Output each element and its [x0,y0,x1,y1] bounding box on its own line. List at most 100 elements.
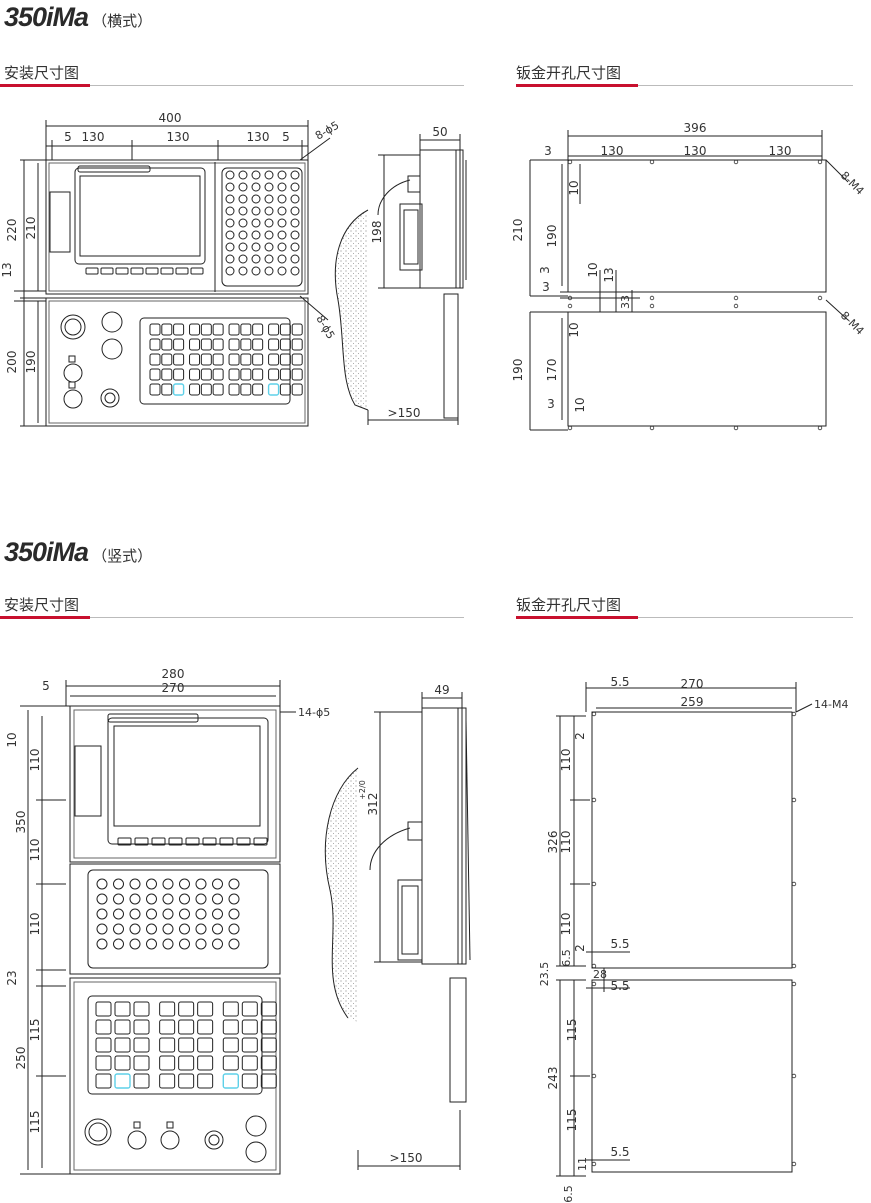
keypad-key [133,1019,150,1035]
panel-button [290,170,300,180]
keypad-key [173,368,185,381]
keypad-key [240,338,252,351]
panel-button [290,206,300,216]
dim-hole-pitch: 130 [247,130,270,144]
dim-edge: 5.5 [610,1145,629,1159]
panel-button [290,230,300,240]
keypad-key [114,1055,131,1071]
keypad-key [197,1037,214,1053]
dim-edge: 5.5 [610,937,629,951]
soft-key [160,267,174,275]
panel-button [251,254,261,264]
panel-button [225,254,235,264]
keypad-key [252,323,264,336]
vertical-cutout-view [556,682,813,1177]
soft-key-row [85,267,204,275]
panel-button [225,206,235,216]
dim-edge: 5.5 [610,675,629,689]
dim-threads: 14-M4 [814,698,848,711]
panel-button [225,194,235,204]
panel-button [179,938,190,950]
panel-button [238,266,248,276]
dim-offset: 3 [538,266,552,274]
keypad-key [189,353,201,366]
keypad-key [159,1001,176,1017]
panel-button [212,893,223,905]
keypad-key [173,338,185,351]
dim-height: 13 [0,262,14,277]
panel-button [195,893,207,905]
keypad-key [291,323,303,336]
panel-button [264,266,274,276]
panel-button [251,182,261,192]
panel-button [179,908,190,920]
dim-height: 198 [370,221,384,244]
dim-offset: 28 [593,968,607,981]
dim-pitch: 115 [565,1109,579,1132]
cutout-mount-holes [591,711,797,1167]
panel-button [212,878,223,890]
panel-button [290,242,300,252]
panel-button [277,206,287,216]
panel-button [290,254,300,264]
dim-threads: 8-M4 [838,169,867,198]
panel-button [146,923,157,935]
install-drawing-label: 安装尺寸图 [4,64,80,82]
soft-key [85,267,99,275]
keypad-key [178,1037,195,1053]
panel-button [129,923,141,935]
dim-clearance: >150 [390,1151,423,1165]
keypad-key [197,1055,214,1071]
button-grid [225,170,300,276]
panel-button [251,170,261,180]
vertical-install-side-view [324,692,471,1170]
panel-button [277,266,287,276]
panel-button [238,218,248,228]
dim-holes: 14-ϕ5 [298,706,330,719]
dim-edge: 5.5 [610,979,629,993]
dim-offset: 10 [567,322,581,337]
keypad-key [222,1055,239,1071]
panel-button [264,170,274,180]
keypad-key [228,383,240,396]
dim-offset: 33 [619,295,632,309]
panel-button [290,182,300,192]
panel-button [162,923,174,935]
keypad-key [268,368,280,381]
keypad-key [149,323,161,336]
keypad-key [228,353,240,366]
horizontal-install-front-view [14,120,331,427]
keypad-key [212,338,224,351]
panel-button [228,923,240,935]
panel-button [251,206,261,216]
keypad-key [173,353,185,366]
dim-width: 259 [681,695,704,709]
dim-pitch: 115 [565,1019,579,1042]
keypad-key [222,1019,239,1035]
panel-button [195,938,207,950]
panel-button [238,254,248,264]
section2-title: 350iMa （竖式） [4,537,152,568]
dim-pitch: 110 [28,839,42,862]
cutout-dimension-text: 5.5 270 259 14-M4 2 110 326 110 110 2 5.… [538,675,848,1203]
keypad-key [240,383,252,396]
keypad-key [200,383,212,396]
panel-button [238,170,248,180]
soft-key [100,267,114,275]
keypad-key [114,1001,131,1017]
dim-offset: 2 [573,944,587,952]
dim-width: 270 [162,681,185,695]
panel-button [264,242,274,252]
install-drawing-label: 安装尺寸图 [4,596,80,614]
keypad-key [159,1037,176,1053]
keypad-key [178,1019,195,1035]
dim-offset: 6.5 [560,949,573,967]
panel-button [146,908,157,920]
dim-pitch: 110 [559,913,573,936]
keypad-key [291,383,303,396]
dim-pitch: 115 [28,1111,42,1134]
dim-height: 210 [511,219,525,242]
dim-height: 210 [24,217,38,240]
panel-button [96,908,108,920]
dim-height: 326 [546,831,560,854]
